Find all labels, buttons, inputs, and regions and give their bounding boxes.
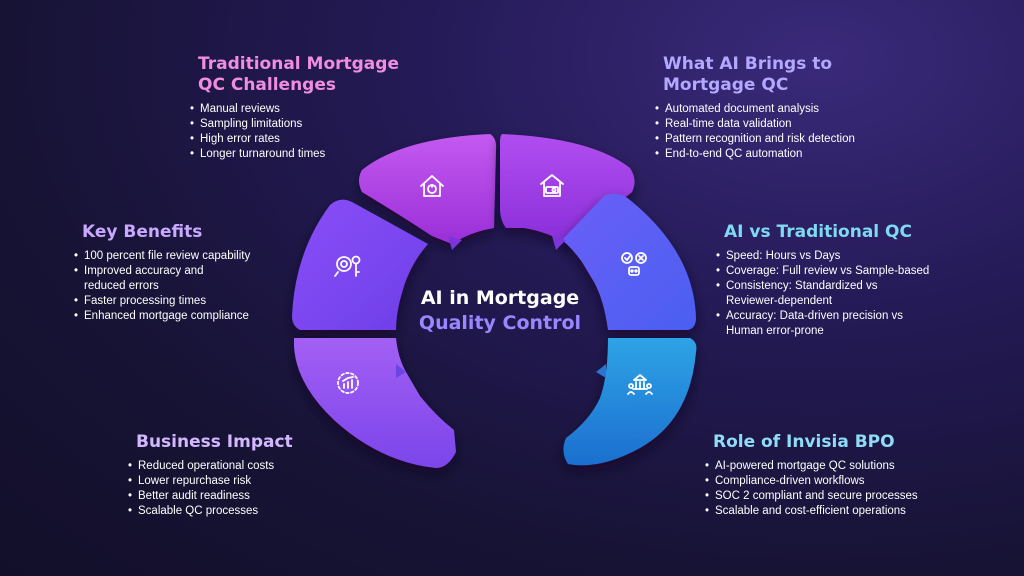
title-line2: QC Challenges — [198, 75, 337, 95]
list-item: Sampling limitations — [190, 117, 430, 132]
pointer-nub — [448, 236, 462, 250]
section-key-benefits: Key Benefits 100 percent file review cap… — [74, 222, 304, 324]
list-item: AI-powered mortgage QC solutions — [705, 459, 975, 474]
list-item: Accuracy: Data-driven precision vs Human… — [716, 309, 996, 339]
bullet-list: Automated document analysis Real-time da… — [655, 102, 915, 162]
segment-business-impact — [294, 338, 456, 468]
pointer-nub — [596, 364, 606, 378]
house-coin-icon — [540, 174, 564, 197]
list-item: Compliance-driven workflows — [705, 474, 975, 489]
list-item-line: reduced errors — [84, 280, 159, 292]
list-item-line: Accuracy: Data-driven precision vs — [726, 310, 904, 322]
section-what-ai-brings: What AI Brings to Mortgage QC Automated … — [655, 54, 915, 162]
list-item-line: Improved accuracy and — [84, 265, 204, 277]
section-business-impact: Business Impact Reduced operational cost… — [128, 432, 358, 519]
list-item: Lower repurchase risk — [128, 474, 358, 489]
list-item: 100 percent file review capability — [74, 249, 304, 264]
pointer-nub — [552, 236, 566, 250]
list-item: Coverage: Full review vs Sample-based — [716, 264, 996, 279]
section-role-invisia: Role of Invisia BPO AI-powered mortgage … — [705, 432, 975, 519]
list-item: Improved accuracy and reduced errors — [74, 264, 304, 294]
center-title-line2: Quality Control — [418, 312, 582, 334]
bullet-list: 100 percent file review capability Impro… — [74, 249, 304, 324]
list-item-line: Reviewer-dependent — [726, 295, 833, 307]
bullet-list: Reduced operational costs Lower repurcha… — [128, 459, 358, 519]
section-title: Role of Invisia BPO — [713, 432, 895, 452]
list-item: Better audit readiness — [128, 489, 358, 504]
bank-people-icon — [627, 374, 653, 395]
list-item: End-to-end QC automation — [655, 147, 915, 162]
list-item: Scalable QC processes — [128, 504, 358, 519]
list-item: Manual reviews — [190, 102, 430, 117]
list-item: Real-time data validation — [655, 117, 915, 132]
title-line1: Traditional Mortgage — [198, 54, 399, 74]
list-item-line: Human error-prone — [726, 325, 824, 337]
bullet-list: Speed: Hours vs Days Coverage: Full revi… — [716, 249, 996, 339]
list-item: Enhanced mortgage compliance — [74, 309, 304, 324]
section-title: Key Benefits — [82, 222, 203, 242]
list-item: Speed: Hours vs Days — [716, 249, 996, 264]
section-traditional-challenges: Traditional Mortgage QC Challenges Manua… — [190, 54, 430, 162]
section-title: Traditional Mortgage QC Challenges — [190, 54, 430, 96]
section-title: What AI Brings to Mortgage QC — [655, 54, 915, 96]
title-line1: What AI Brings to — [663, 54, 833, 74]
gear-dollar-key-icon — [334, 255, 361, 277]
chart-growth-icon — [337, 372, 359, 394]
list-item: Consistency: Standardized vs Reviewer-de… — [716, 279, 996, 309]
list-item: Faster processing times — [74, 294, 304, 309]
segment-role-invisia — [563, 338, 697, 466]
section-title: Business Impact — [136, 432, 293, 452]
title-line2: Mortgage QC — [663, 75, 789, 95]
section-ai-vs-traditional: AI vs Traditional QC Speed: Hours vs Day… — [716, 222, 996, 339]
list-item: High error rates — [190, 132, 430, 147]
list-item: Reduced operational costs — [128, 459, 358, 474]
bullet-list: Manual reviews Sampling limitations High… — [190, 102, 430, 162]
list-item: Scalable and cost-efficient operations — [705, 504, 975, 519]
segment-key-benefits — [292, 199, 428, 330]
house-question-icon — [420, 175, 444, 197]
center-title-line1: AI in Mortgage — [420, 287, 580, 309]
list-item-line: Consistency: Standardized vs — [726, 280, 878, 292]
list-item: Longer turnaround times — [190, 147, 430, 162]
list-item: Automated document analysis — [655, 102, 915, 117]
robot-check-cross-icon — [621, 252, 647, 276]
list-item: SOC 2 compliant and secure processes — [705, 489, 975, 504]
center-title: AI in Mortgage Quality Control — [370, 286, 630, 336]
bullet-list: AI-powered mortgage QC solutions Complia… — [705, 459, 975, 519]
section-title: AI vs Traditional QC — [724, 222, 912, 242]
pointer-nub — [396, 364, 406, 378]
list-item: Pattern recognition and risk detection — [655, 132, 915, 147]
